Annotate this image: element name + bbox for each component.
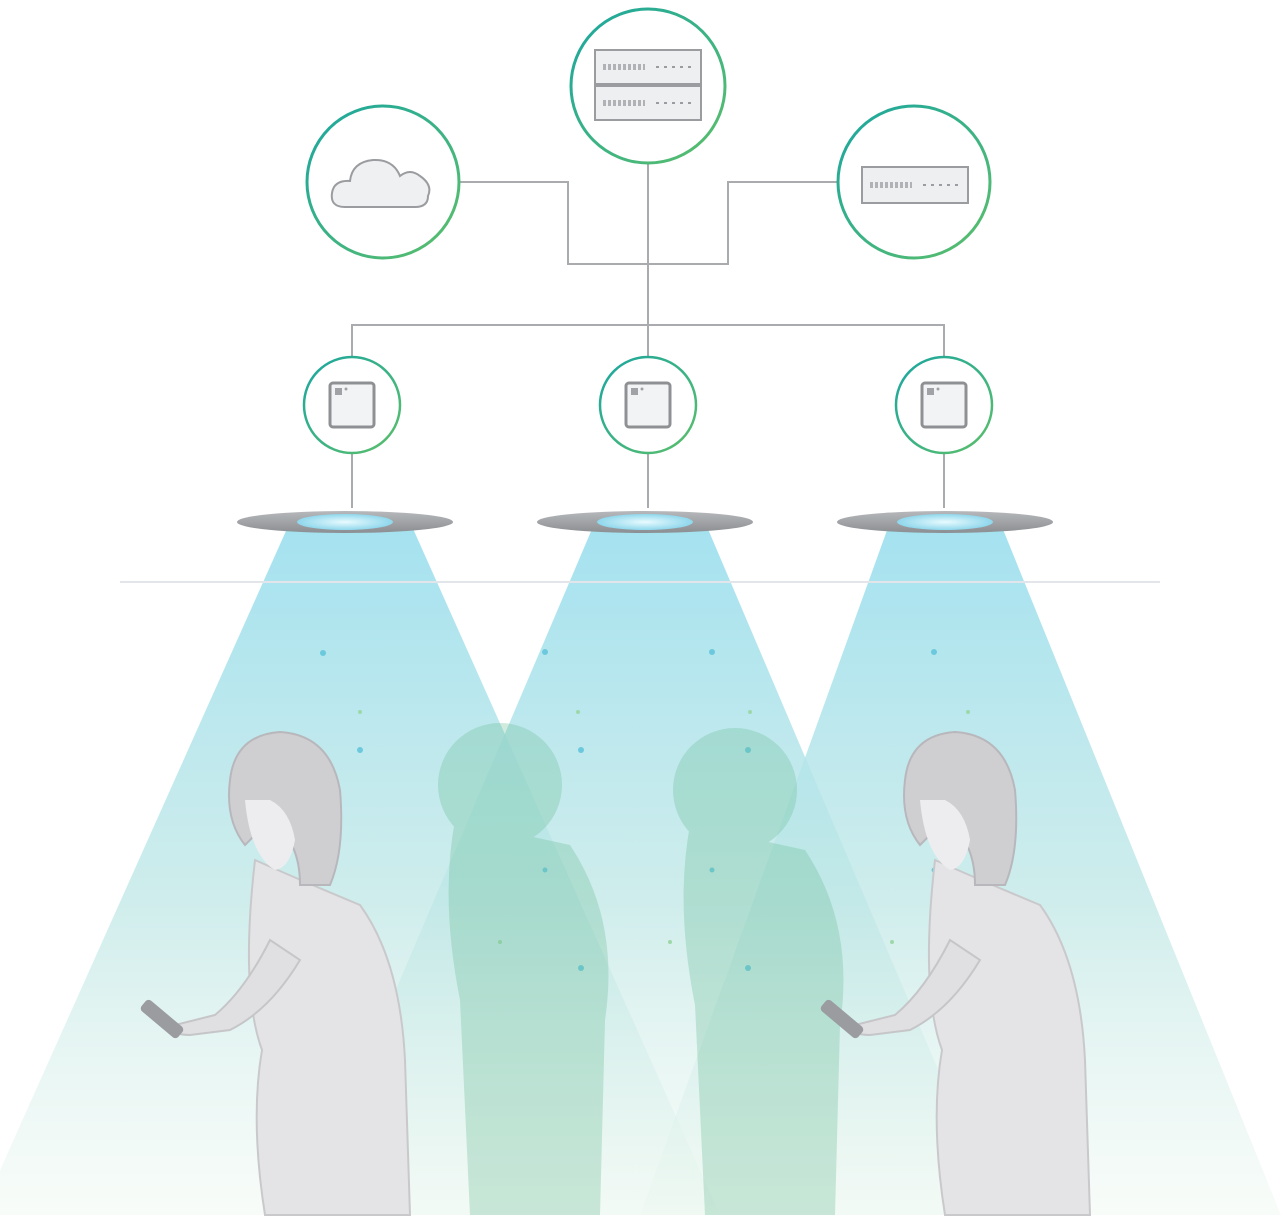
- person-right-face: [920, 800, 970, 870]
- line-switch-to-hub: [648, 181, 838, 265]
- beacon-3: [837, 511, 1053, 533]
- gateway-3: [894, 355, 994, 455]
- ghost-person-2: [673, 728, 844, 1215]
- cloud-icon: [330, 158, 431, 208]
- connector-lines: [351, 160, 945, 508]
- gateway-box-icon: [920, 381, 968, 429]
- gateway-1: [302, 355, 402, 455]
- network-switch-node: [836, 104, 992, 260]
- gateway-2: [598, 355, 698, 455]
- person-left: [140, 730, 412, 1216]
- server-rack-icon: [594, 49, 702, 121]
- phone-left-icon: [140, 999, 184, 1039]
- gateway-box-icon: [328, 381, 376, 429]
- cloud-node: [305, 104, 461, 260]
- network-switch-icon: [861, 166, 969, 204]
- server-rack-node: [569, 7, 727, 165]
- phone-right-icon: [820, 999, 864, 1039]
- person-left-face: [245, 800, 295, 870]
- beacon-2: [537, 511, 753, 533]
- beam-3: [640, 522, 1281, 1215]
- person-left-hair: [228, 730, 343, 886]
- person-right: [820, 730, 1092, 1216]
- beacon-1: [237, 511, 453, 533]
- line-cloud-to-hub: [460, 181, 648, 265]
- beacon-beams: [0, 522, 1281, 1215]
- person-right-hair: [903, 730, 1018, 886]
- ghost-person-1: [438, 723, 609, 1215]
- gateway-box-icon: [624, 381, 672, 429]
